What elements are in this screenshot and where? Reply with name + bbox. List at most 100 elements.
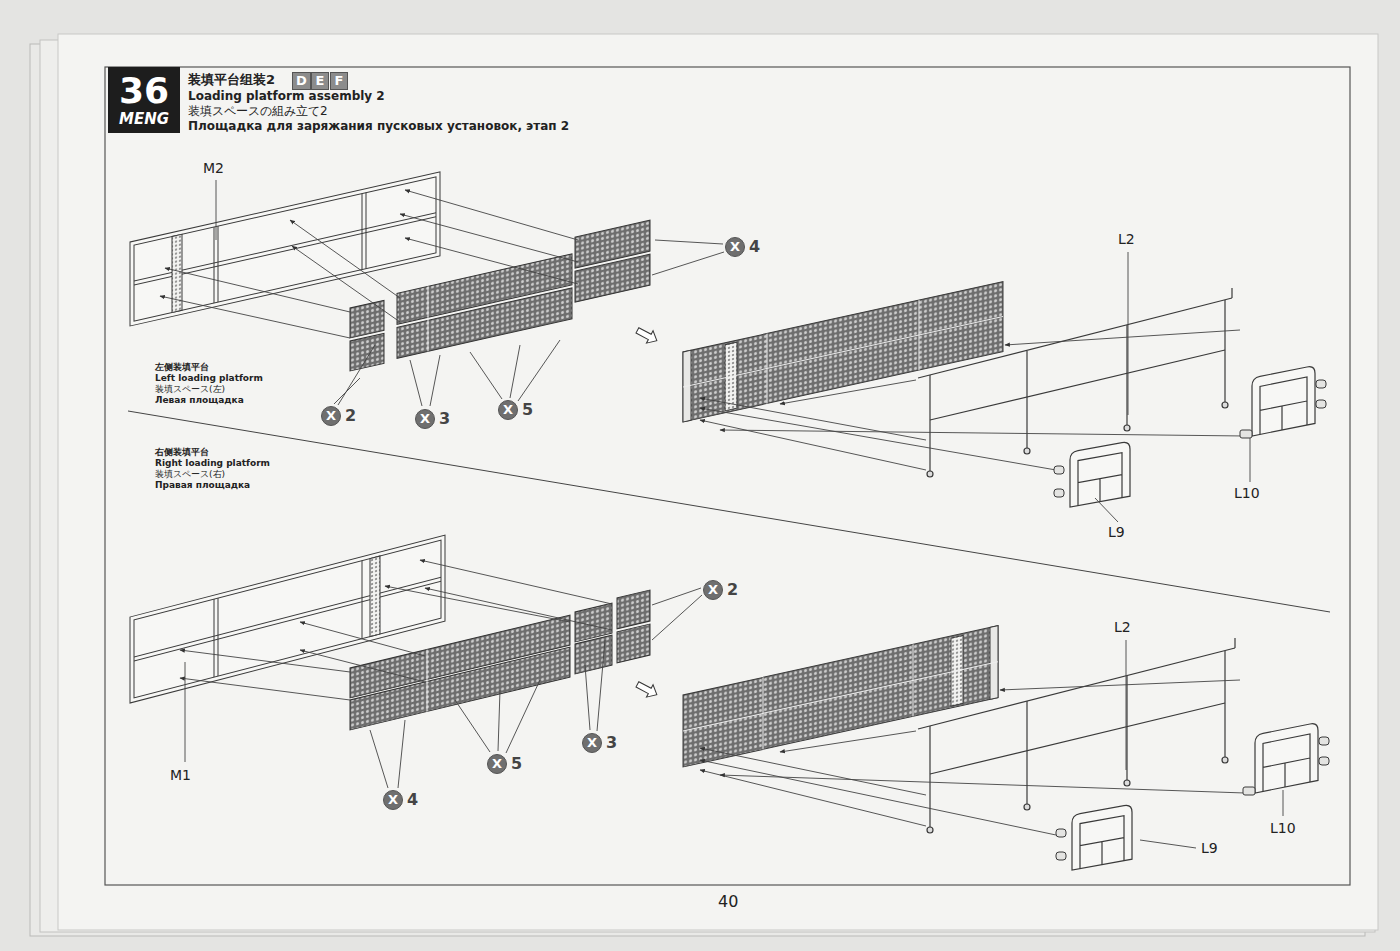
railing-part bbox=[918, 298, 1232, 378]
assembly-arrow bbox=[1005, 330, 1240, 345]
railing-part bbox=[927, 827, 933, 833]
callout-quantity: 2 bbox=[727, 581, 738, 599]
leader-line bbox=[470, 352, 502, 399]
leader-line bbox=[655, 240, 723, 244]
brand-logo: MENG bbox=[119, 111, 169, 128]
step-number: 36 bbox=[119, 73, 169, 109]
leader-line bbox=[1095, 498, 1118, 522]
section-label: Left loading platform bbox=[155, 373, 263, 383]
assembly-arrow bbox=[700, 680, 1245, 835]
quantity-callout: X2 bbox=[321, 406, 341, 426]
gate-part bbox=[1054, 489, 1064, 497]
mesh-panel bbox=[397, 288, 572, 359]
leader-line bbox=[370, 730, 388, 788]
gate-part bbox=[1054, 466, 1064, 474]
assembly-arrow bbox=[700, 398, 926, 440]
section-label: Левая площадка bbox=[155, 395, 244, 405]
railing-part bbox=[1126, 676, 1127, 781]
leader-line bbox=[398, 720, 405, 788]
section-label: Правая площадка bbox=[155, 480, 250, 490]
mesh-panel bbox=[350, 300, 384, 338]
leader-line bbox=[652, 595, 702, 640]
frame-part bbox=[134, 177, 436, 321]
mesh-panel bbox=[427, 286, 428, 351]
callout-mark: X bbox=[326, 407, 336, 425]
leader-line bbox=[1140, 840, 1196, 848]
quantity-callout: X5 bbox=[498, 400, 518, 420]
subtitle: Loading platform assembly 2 bbox=[188, 90, 385, 104]
page-number: 40 bbox=[718, 893, 738, 911]
gate-part bbox=[1070, 441, 1130, 507]
railing-part bbox=[927, 471, 933, 477]
platform-assembly bbox=[683, 317, 1003, 387]
part-number: L10 bbox=[1234, 485, 1260, 501]
step-arrow bbox=[634, 324, 660, 347]
section-label: 左侧装填平台 bbox=[155, 362, 209, 372]
assembly-arrow bbox=[425, 588, 612, 630]
platform-assembly bbox=[683, 282, 1003, 422]
leader-line bbox=[1126, 640, 1283, 848]
callout-quantity: 5 bbox=[522, 401, 533, 419]
assembly-arrow bbox=[700, 760, 1056, 835]
mesh-panel bbox=[426, 650, 427, 712]
assembly-arrow bbox=[180, 650, 350, 672]
option-letter: E bbox=[316, 73, 325, 89]
subtitle: Площадка для заряжания пусковых установо… bbox=[188, 120, 569, 134]
leader-line bbox=[216, 180, 724, 406]
callout-mark: X bbox=[708, 581, 718, 599]
railing-part bbox=[1026, 701, 1027, 805]
callout-quantity: 4 bbox=[407, 791, 418, 809]
assembly-arrow bbox=[1000, 680, 1240, 690]
railing-part bbox=[1224, 300, 1225, 403]
gate-part bbox=[1054, 466, 1064, 497]
leader-line bbox=[338, 345, 375, 405]
assembly-arrow bbox=[290, 220, 400, 298]
assembly-arrow bbox=[700, 748, 926, 795]
quantity-callout: X4 bbox=[725, 237, 745, 257]
step-title: 装填平台组装2 bbox=[188, 73, 275, 88]
assembly-arrow bbox=[160, 190, 578, 338]
frame-part bbox=[213, 599, 214, 677]
leader-line bbox=[518, 340, 560, 401]
mesh-panel bbox=[575, 635, 612, 674]
assembly-arrow bbox=[300, 622, 425, 656]
gate-part bbox=[1252, 365, 1315, 436]
gate-part bbox=[1319, 737, 1329, 745]
gate-part bbox=[1078, 453, 1122, 506]
assembly-arrow bbox=[720, 430, 1245, 436]
leader-line bbox=[1128, 252, 1129, 415]
assembly-arrow bbox=[400, 214, 578, 262]
leader-line bbox=[1250, 438, 1251, 482]
step-badge: 36MENG bbox=[108, 67, 180, 133]
platform-assembly bbox=[683, 626, 998, 767]
callout-mark: X bbox=[503, 401, 513, 419]
railing-part bbox=[1222, 757, 1228, 763]
option-box: D bbox=[292, 72, 311, 90]
leader-line bbox=[506, 680, 540, 753]
leader-line bbox=[652, 252, 724, 275]
gate-part bbox=[1260, 377, 1307, 434]
gate-part bbox=[1072, 804, 1132, 870]
assembly-arrow bbox=[180, 678, 350, 700]
quantity-callout: X2 bbox=[703, 580, 723, 600]
part-number: M1 bbox=[170, 767, 191, 783]
leader-line bbox=[185, 662, 186, 762]
railing-part bbox=[1234, 638, 1235, 648]
assembly-arrow bbox=[700, 330, 1245, 470]
leader-line bbox=[410, 360, 422, 406]
leader-line bbox=[498, 690, 500, 751]
callout-mark: X bbox=[587, 734, 597, 752]
railing-part bbox=[1024, 448, 1030, 454]
railing-part bbox=[1224, 651, 1225, 758]
subtitle: 装填スペースの組み立て2 bbox=[188, 105, 328, 119]
frame-part bbox=[134, 540, 441, 698]
assembly-arrow bbox=[300, 650, 425, 682]
leader-line bbox=[1126, 640, 1127, 770]
part-number: L9 bbox=[1201, 840, 1218, 856]
section-label: 装填スペース(右) bbox=[155, 469, 225, 479]
assembly-arrow bbox=[160, 296, 350, 338]
frame-part bbox=[217, 226, 218, 302]
step-arrow bbox=[634, 324, 660, 347]
mesh-panel bbox=[617, 590, 650, 629]
mesh-panel bbox=[575, 254, 650, 302]
